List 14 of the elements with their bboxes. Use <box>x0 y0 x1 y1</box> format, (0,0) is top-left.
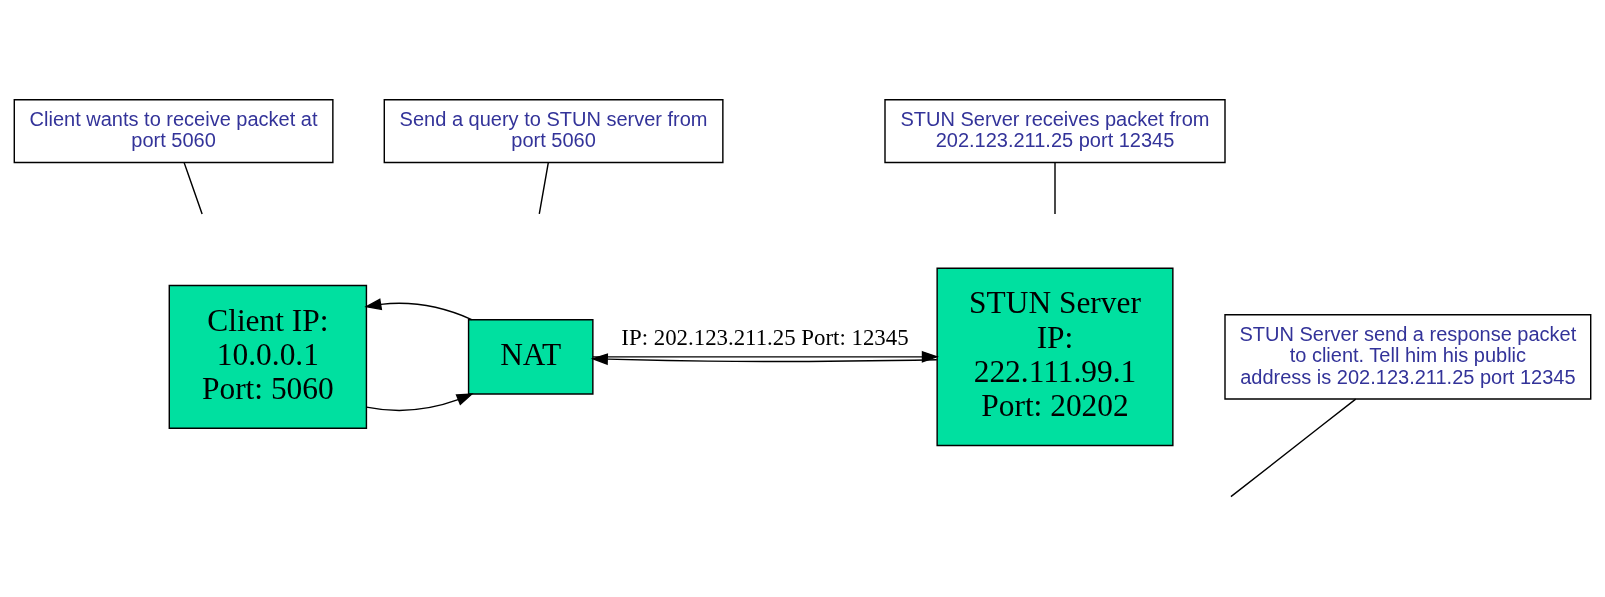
edge-label: IP: 202.123.211.25 Port: 12345 <box>621 324 909 350</box>
connector <box>538 161 549 215</box>
node-box: STUN Server IP: 222.111.99.1 Port: 20202 <box>936 267 1174 446</box>
node-box: Send a query to STUN server from port 5060 <box>383 98 724 163</box>
connector <box>183 161 203 215</box>
arrow <box>364 297 473 320</box>
node-box: Client wants to receive packet at port 5060 <box>13 98 334 163</box>
node-box: STUN Server send a response packet to client. Tell him his public address is 202.123.211.25 port 12345 <box>1224 313 1592 400</box>
connector <box>1230 397 1357 497</box>
connector <box>1054 161 1056 215</box>
arrow <box>365 392 474 411</box>
node-box: STUN Server receives packet from 202.123.211.25 port 12345 <box>884 98 1226 163</box>
node-box: Client IP: 10.0.0.1 Port: 5060 <box>168 284 368 429</box>
node-box: NAT <box>467 318 594 395</box>
